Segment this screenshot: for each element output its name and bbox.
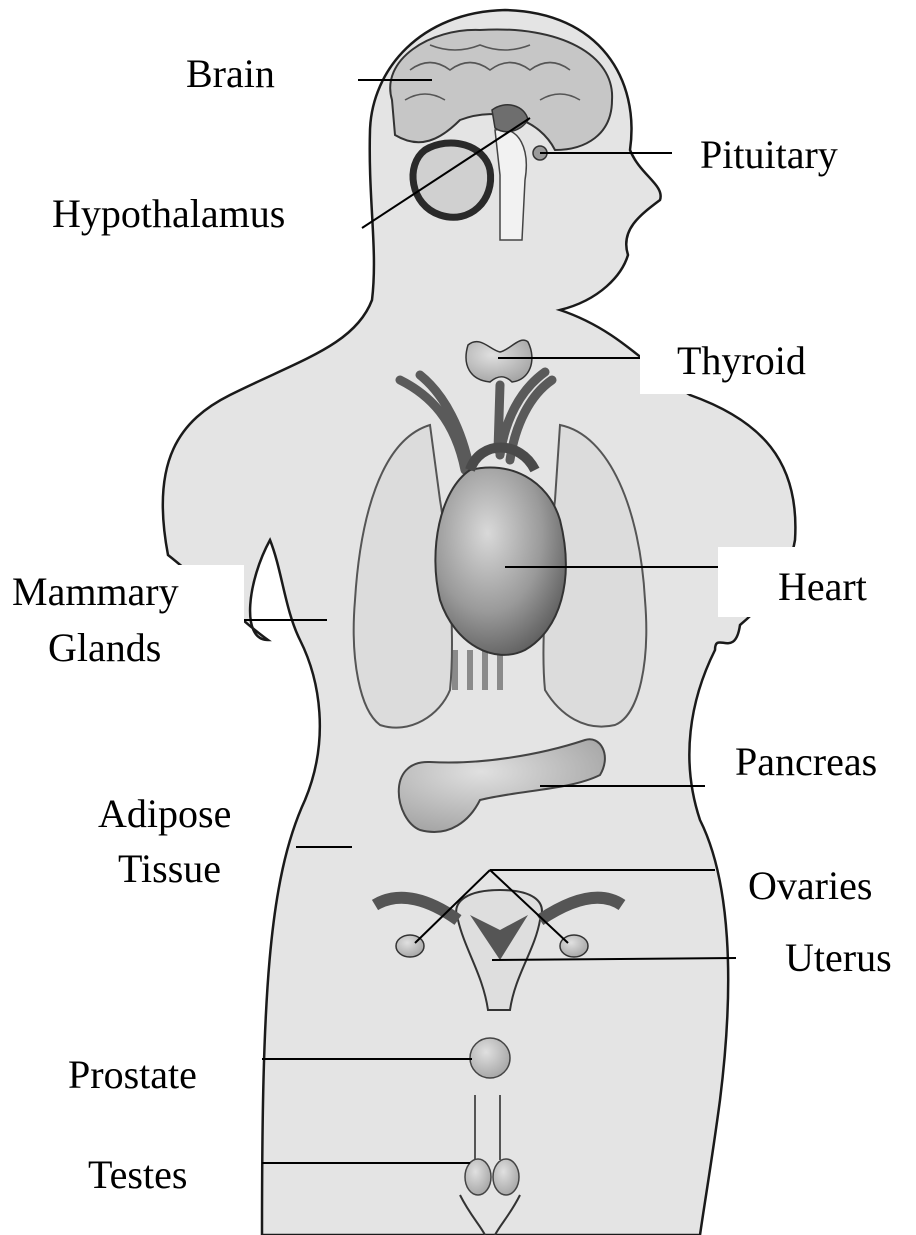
left-testis-organ [465, 1159, 491, 1195]
brainstem-organ [495, 129, 526, 240]
label-heart: Heart [778, 565, 867, 609]
label-uterus: Uterus [785, 936, 892, 980]
label-hypothalamus: Hypothalamus [52, 192, 285, 236]
label-mammary-line2: Glands [48, 626, 161, 670]
cerebellum-organ [413, 143, 491, 217]
label-adipose-line1: Adipose [98, 792, 231, 836]
label-mammary-line1: Mammary [12, 570, 179, 614]
label-adipose-line2: Tissue [118, 847, 221, 891]
label-ovaries: Ovaries [748, 864, 872, 908]
label-testes: Testes [88, 1153, 187, 1197]
label-prostate: Prostate [68, 1053, 197, 1097]
label-thyroid: Thyroid [677, 339, 806, 383]
label-brain: Brain [186, 52, 275, 96]
label-pituitary: Pituitary [700, 133, 838, 177]
prostate-organ [470, 1038, 510, 1078]
heart-organ [435, 467, 565, 654]
label-pancreas: Pancreas [735, 740, 877, 784]
right-testis-organ [493, 1159, 519, 1195]
